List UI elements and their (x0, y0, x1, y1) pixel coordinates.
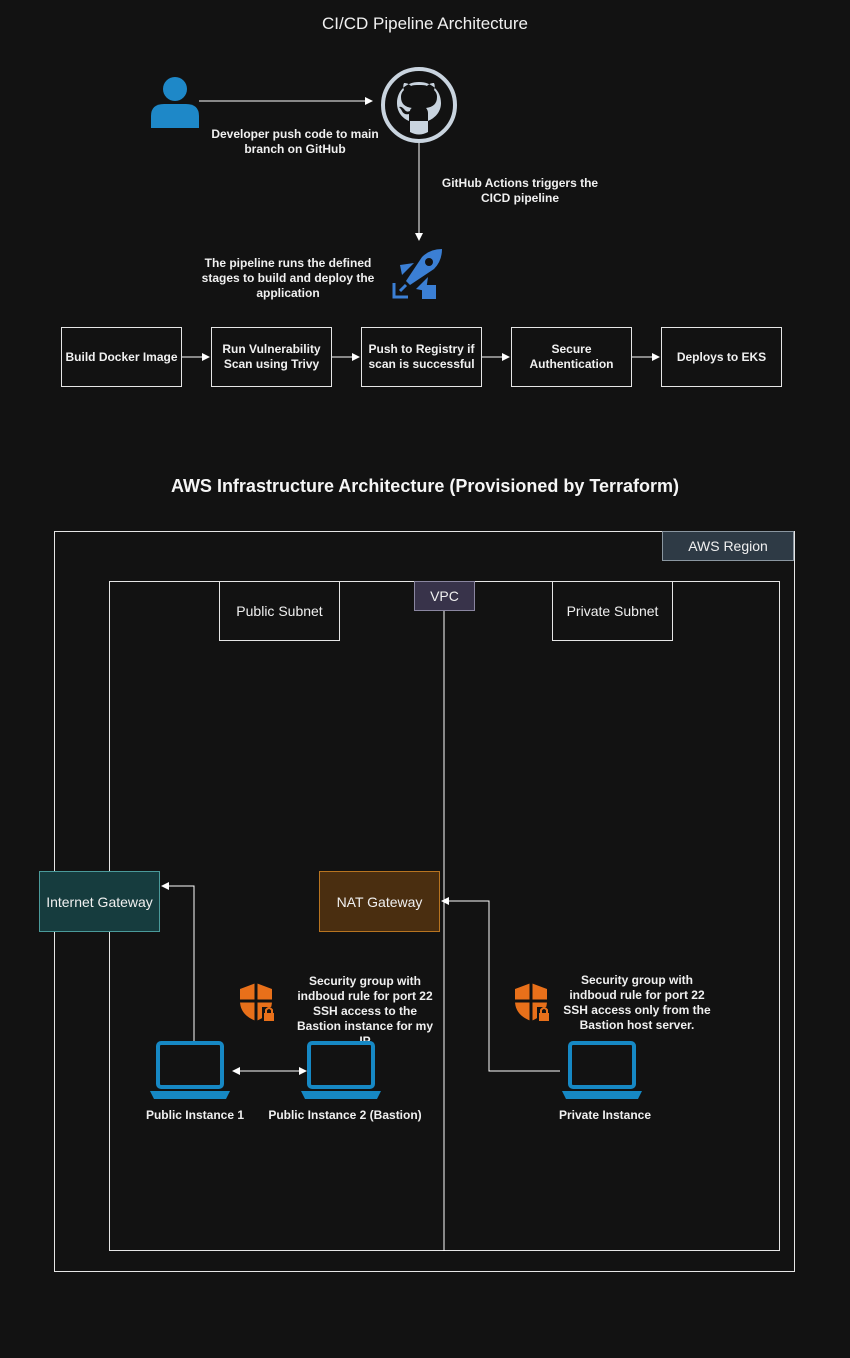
private-instance-label: Private Instance (558, 1108, 652, 1122)
vpc-label: VPC (414, 581, 475, 611)
pipelines-icon (392, 249, 442, 299)
internet-gateway: Internet Gateway (39, 871, 160, 932)
cicd-title: CI/CD Pipeline Architecture (322, 14, 528, 33)
shield-lock-icon (240, 983, 276, 1021)
stage-deploys-eks: Deploys to EKS (661, 327, 782, 387)
github-icon (381, 67, 457, 143)
private-security-group-note: Security group with indboud rule for por… (563, 973, 711, 1032)
laptop-icon (301, 1041, 381, 1099)
private-subnet-label: Private Subnet (552, 581, 673, 641)
public-instance-2-label: Public Instance 2 (Bastion) (268, 1108, 422, 1122)
laptop-icon (150, 1041, 230, 1099)
laptop-icon (562, 1041, 642, 1099)
nat-gateway: NAT Gateway (319, 871, 440, 932)
developer-push-note: Developer push code to main branch on Gi… (211, 127, 379, 156)
stage-push-registry: Push to Registry if scan is successful (361, 327, 482, 387)
actions-trigger-note: GitHub Actions triggers the CICD pipelin… (441, 176, 599, 205)
aws-region-label: AWS Region (662, 531, 794, 561)
public-security-group-note: Security group with indboud rule for por… (296, 974, 434, 1048)
pipeline-stages-note: The pipeline runs the defined stages to … (201, 256, 375, 300)
public-subnet-label: Public Subnet (219, 581, 340, 641)
stage-build-docker-image: Build Docker Image (61, 327, 182, 387)
stage-vulnerability-scan: Run Vulnerability Scan using Trivy (211, 327, 332, 387)
stage-secure-authentication: Secure Authentication (511, 327, 632, 387)
vpc-frame (109, 581, 780, 1251)
user-icon (151, 77, 199, 128)
aws-title: AWS Infrastructure Architecture (Provisi… (170, 476, 680, 496)
shield-lock-icon (515, 983, 551, 1021)
public-instance-1-label: Public Instance 1 (145, 1108, 245, 1122)
